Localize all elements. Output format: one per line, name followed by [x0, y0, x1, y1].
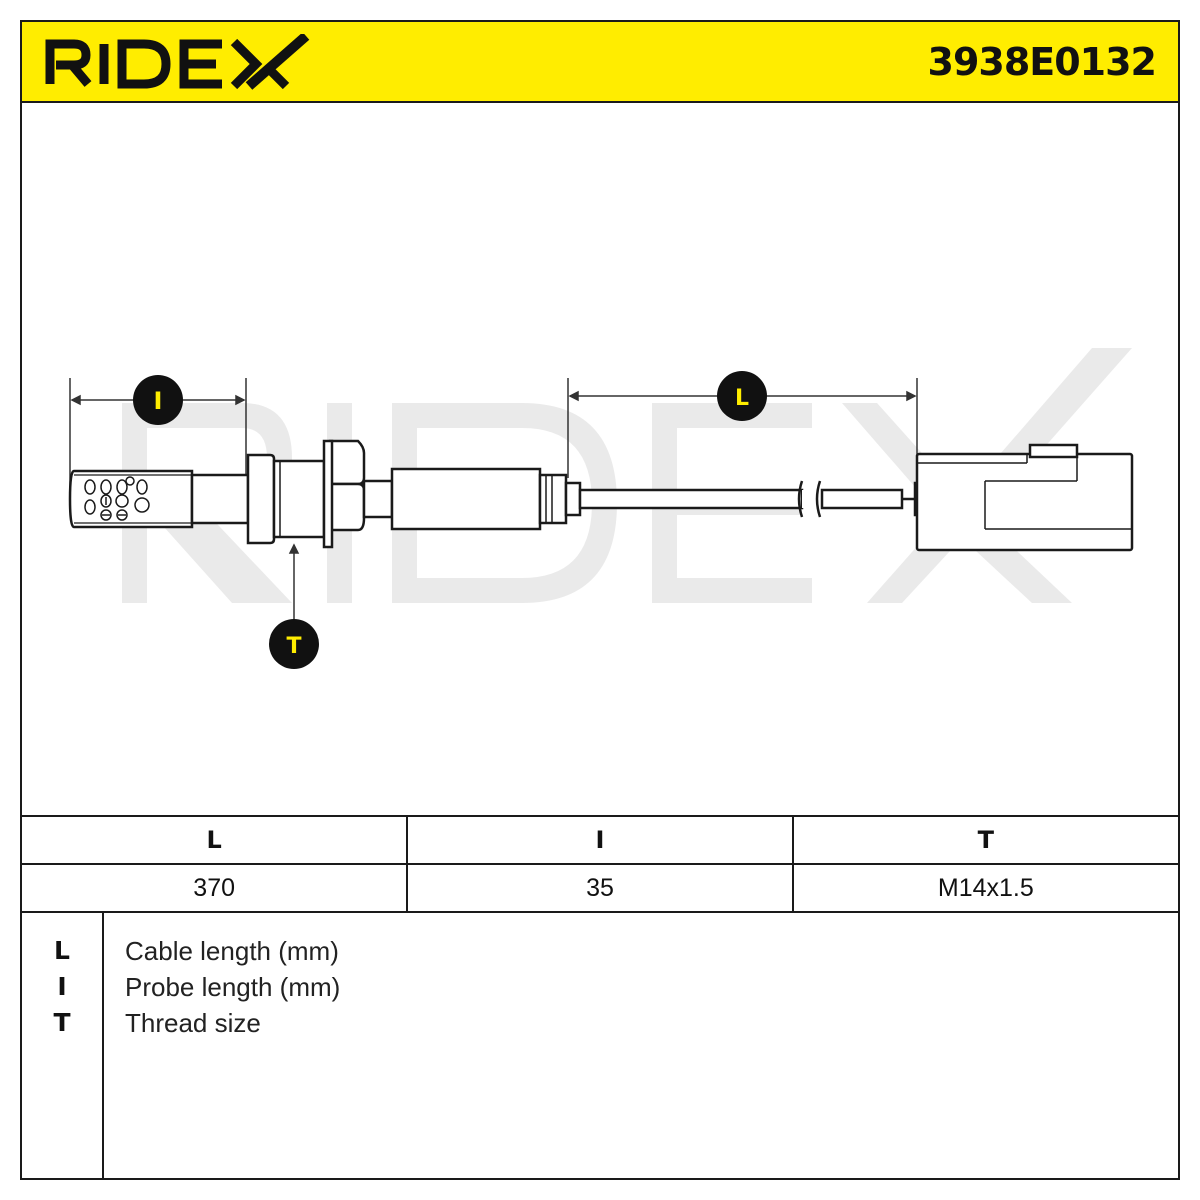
legend-text: Cable length (mm)	[125, 936, 339, 966]
callout-L: L	[717, 371, 767, 421]
part-number: 3938E0132	[927, 40, 1157, 84]
legend-item: I Probe length (mm)	[22, 970, 1178, 1006]
temperature-sensor	[68, 439, 1134, 552]
legend-divider	[102, 912, 104, 1178]
dimension-probe-length	[69, 378, 247, 493]
spec-value-thread: M14x1.5	[791, 863, 1178, 913]
thread-leader	[288, 543, 300, 621]
legend: L Cable length (mm) I Probe length (mm) …	[22, 912, 1178, 1178]
legend-key: L	[54, 936, 70, 965]
legend-text: Probe length (mm)	[125, 972, 341, 1002]
legend-key: T	[53, 1008, 71, 1037]
sensor-drawing: I L	[68, 348, 1134, 669]
header-bar: 3938E0132	[22, 22, 1178, 103]
legend-key: I	[57, 972, 67, 1001]
svg-text:T: T	[286, 634, 301, 659]
spec-value-cable: 370	[22, 863, 409, 913]
callout-T: T	[269, 619, 319, 669]
svg-text:L: L	[735, 386, 749, 411]
callout-I: I	[133, 375, 183, 425]
product-sheet: 3938E0132 I	[20, 20, 1180, 1180]
legend-item: L Cable length (mm)	[22, 934, 1178, 970]
spec-header-thread: T	[791, 815, 1178, 865]
legend-text: Thread size	[125, 1008, 261, 1038]
spec-header-row: L I T	[22, 815, 1178, 865]
spec-table: L I T 370 35 M14x1.5	[22, 815, 1178, 913]
spec-header-cable: L	[22, 815, 409, 865]
legend-item: T Thread size	[22, 1006, 1178, 1042]
svg-text:I: I	[154, 387, 163, 415]
ridex-logo	[45, 34, 310, 90]
spec-value-row: 370 35 M14x1.5	[22, 863, 1178, 913]
spec-header-probe: I	[406, 815, 794, 865]
spec-value-probe: 35	[406, 863, 794, 913]
